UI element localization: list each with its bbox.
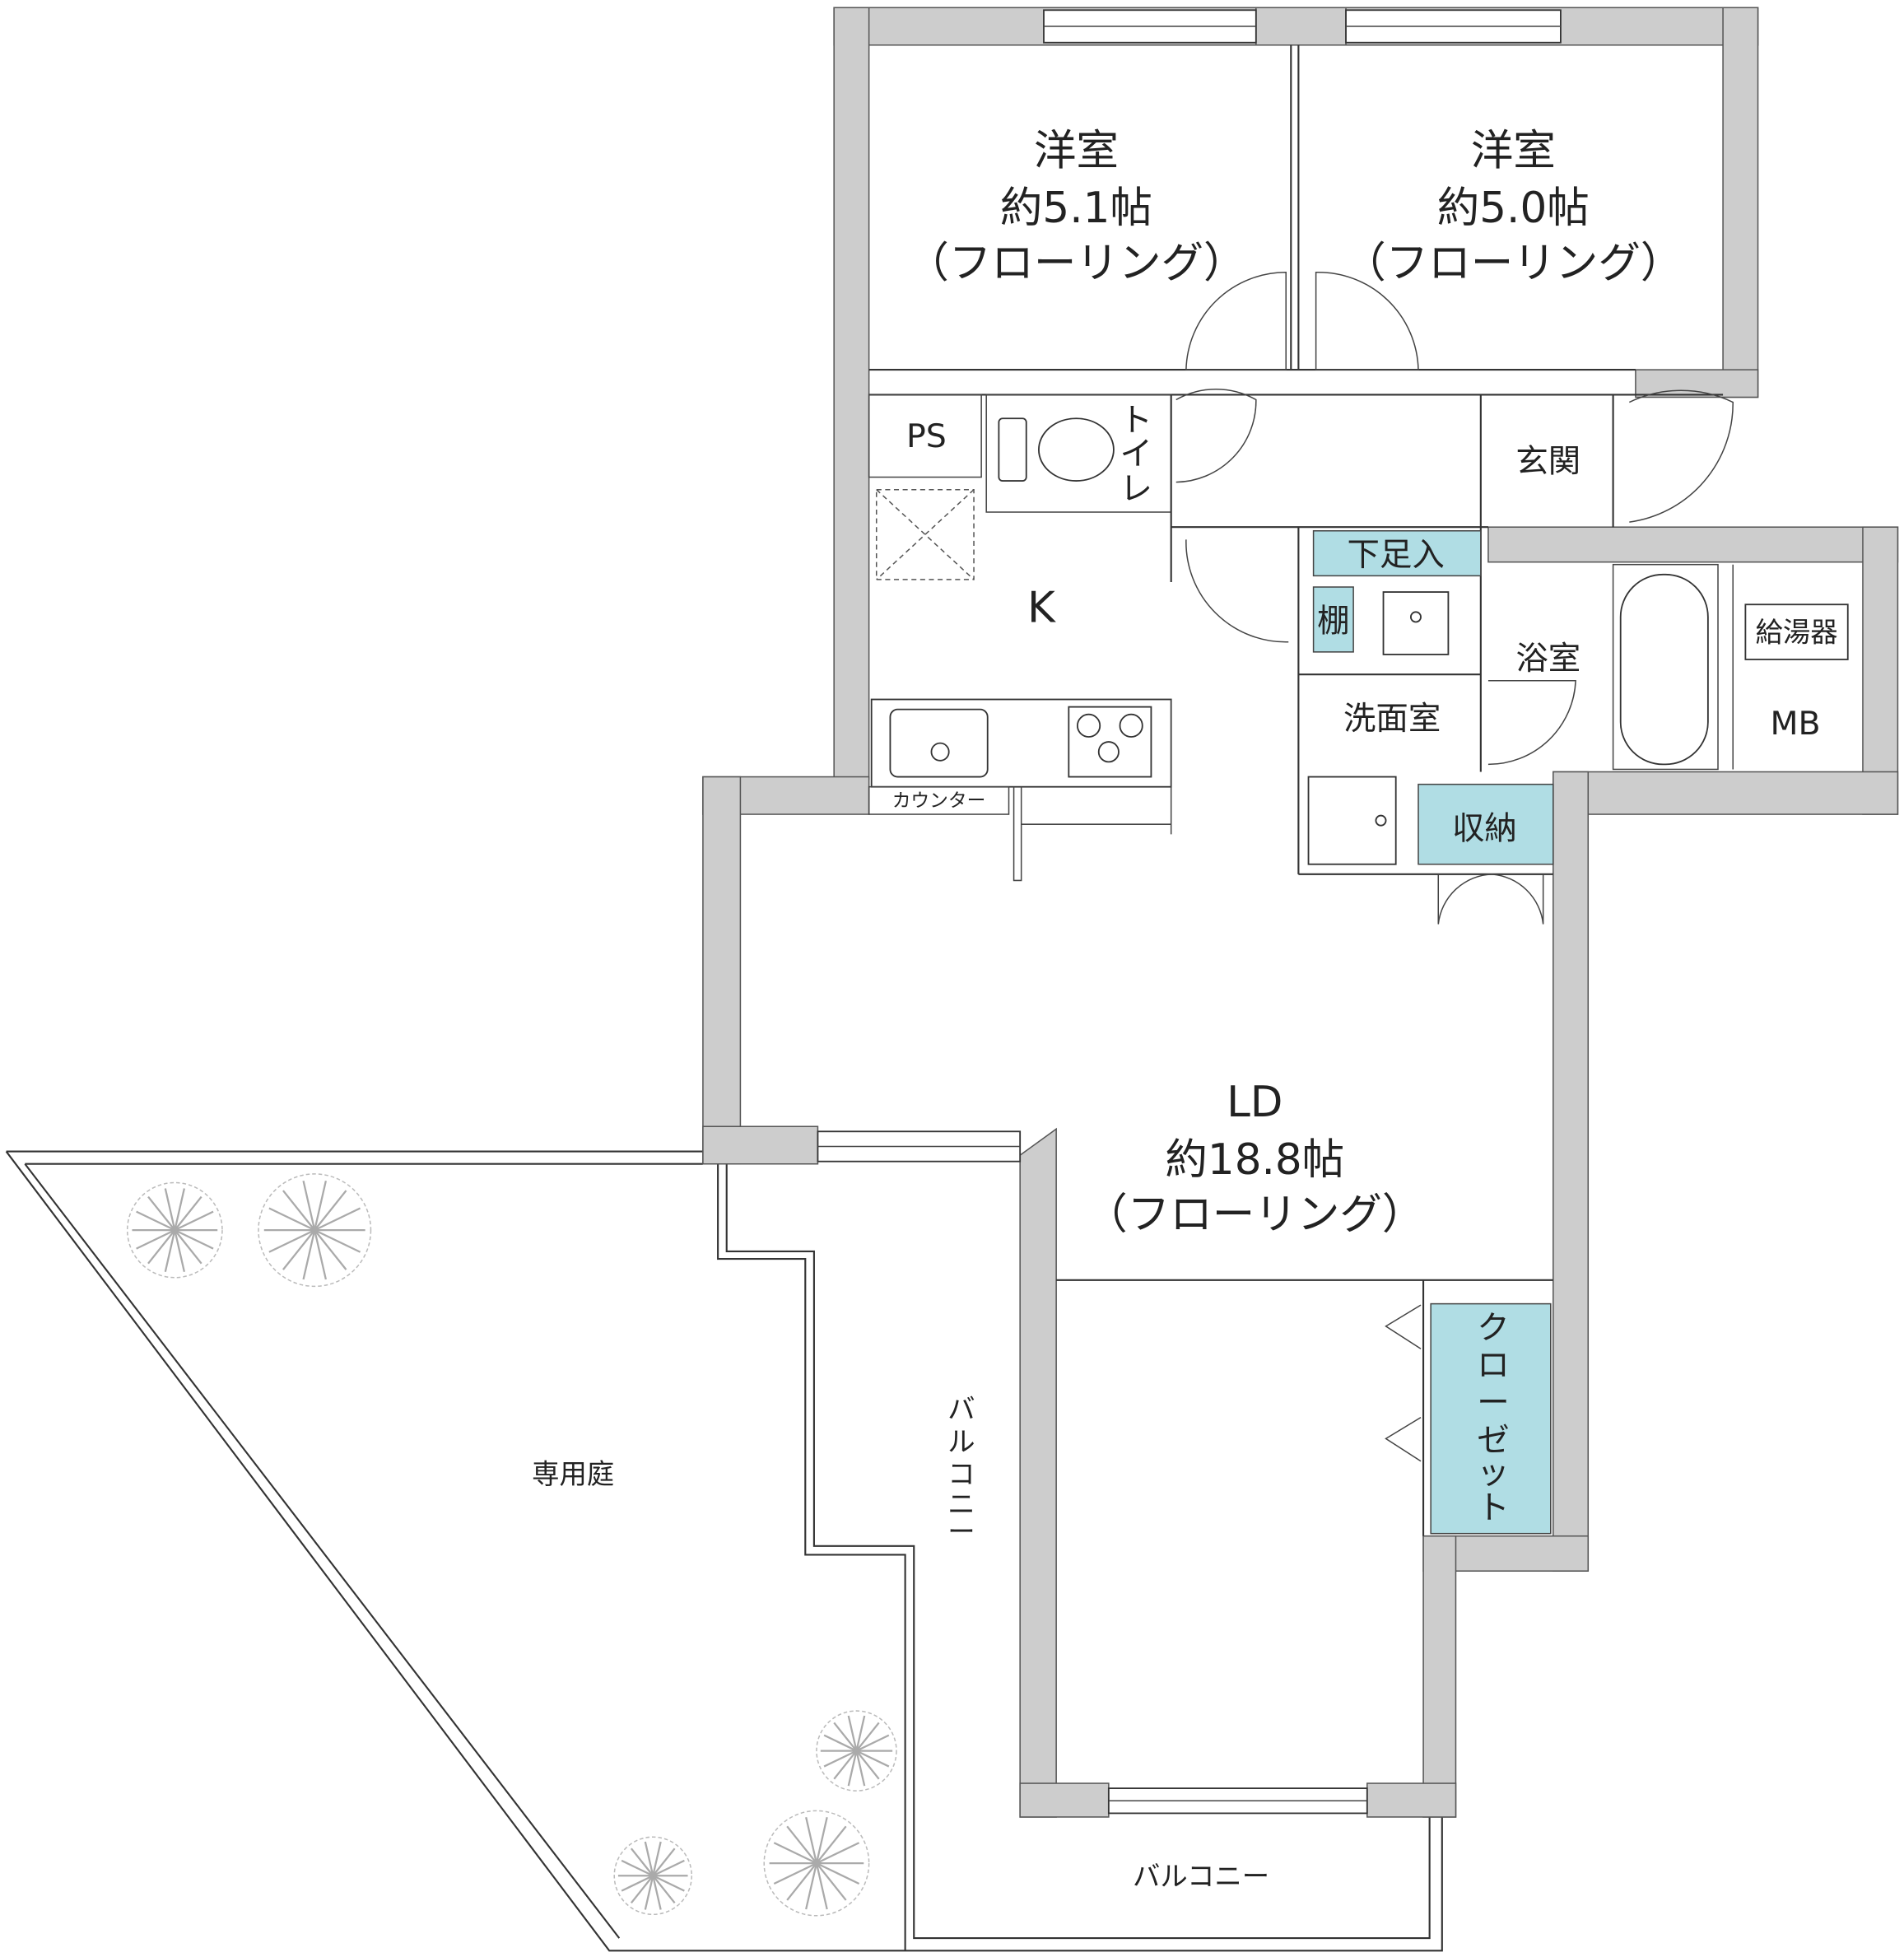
room-name: 洋室 (1471, 126, 1556, 175)
living-floor: （フローリング） (1085, 1191, 1424, 1240)
balcony-side-label: コ (947, 1458, 975, 1490)
room-size: 約5.1帖 (1000, 184, 1152, 233)
kitchen-label: K (1027, 583, 1056, 632)
windows (817, 9, 1562, 1815)
balcony-side-label: バ (947, 1393, 975, 1425)
garden-outline (5, 1150, 1443, 1952)
tree-icon (816, 1710, 897, 1792)
balcony-side-label: ー (947, 1516, 975, 1548)
closet-label: ト (1477, 1489, 1509, 1526)
entrance-label: 玄関 (1515, 442, 1580, 480)
water-heater-label: 給湯器 (1756, 617, 1838, 649)
mb-label: MB (1771, 705, 1821, 743)
balcony-side-label: ニ (947, 1488, 975, 1520)
toilet-label: レ (1120, 470, 1152, 508)
toilet-label: イ (1120, 435, 1152, 473)
shoe-storage-label: 下足入 (1348, 536, 1445, 574)
closet-label: ゼ (1477, 1422, 1509, 1460)
garden-label: 専用庭 (532, 1458, 614, 1490)
toilet-label: ト (1120, 401, 1152, 439)
closet (1430, 1302, 1552, 1535)
tree-icon (126, 1181, 223, 1279)
room-floor: （フローリング） (1343, 239, 1683, 288)
tree-icon (126, 1173, 897, 1917)
closet-label: ロ (1477, 1347, 1509, 1385)
room-size: 約5.0帖 (1437, 184, 1590, 233)
partitions (868, 44, 1734, 1536)
bedroom-1-label: 洋室 約5.1帖 （フローリング） (906, 126, 1245, 288)
walls (702, 7, 1899, 1818)
closet-label: ク (1477, 1309, 1509, 1347)
tree-icon (258, 1173, 372, 1288)
washroom-label: 洗面室 (1343, 700, 1441, 738)
water-heater (1744, 603, 1849, 660)
living-name: LD (1227, 1078, 1283, 1127)
ps-label: PS (906, 417, 947, 455)
room-name: 洋室 (1034, 126, 1119, 175)
balcony-side-label: ル (947, 1426, 975, 1458)
bedroom-2-label: 洋室 約5.0帖 （フローリング） (1343, 126, 1683, 288)
tree-icon (763, 1810, 870, 1917)
shelf-label: 棚 (1317, 603, 1349, 641)
room-floor: （フローリング） (906, 239, 1245, 288)
counter-label: カウンター (892, 790, 986, 812)
shoe-storage (1312, 529, 1482, 577)
balcony-bottom-label: バルコニー (1133, 1860, 1269, 1892)
storage-label: 収納 (1452, 809, 1517, 847)
tree-icon (613, 1836, 693, 1916)
bathroom-label: 浴室 (1515, 640, 1580, 678)
storage (1418, 783, 1554, 865)
closet-label: ー (1477, 1384, 1509, 1422)
closet-label: ッ (1477, 1454, 1509, 1492)
living-size: 約18.8帖 (1165, 1135, 1344, 1185)
shelf (1312, 586, 1354, 653)
